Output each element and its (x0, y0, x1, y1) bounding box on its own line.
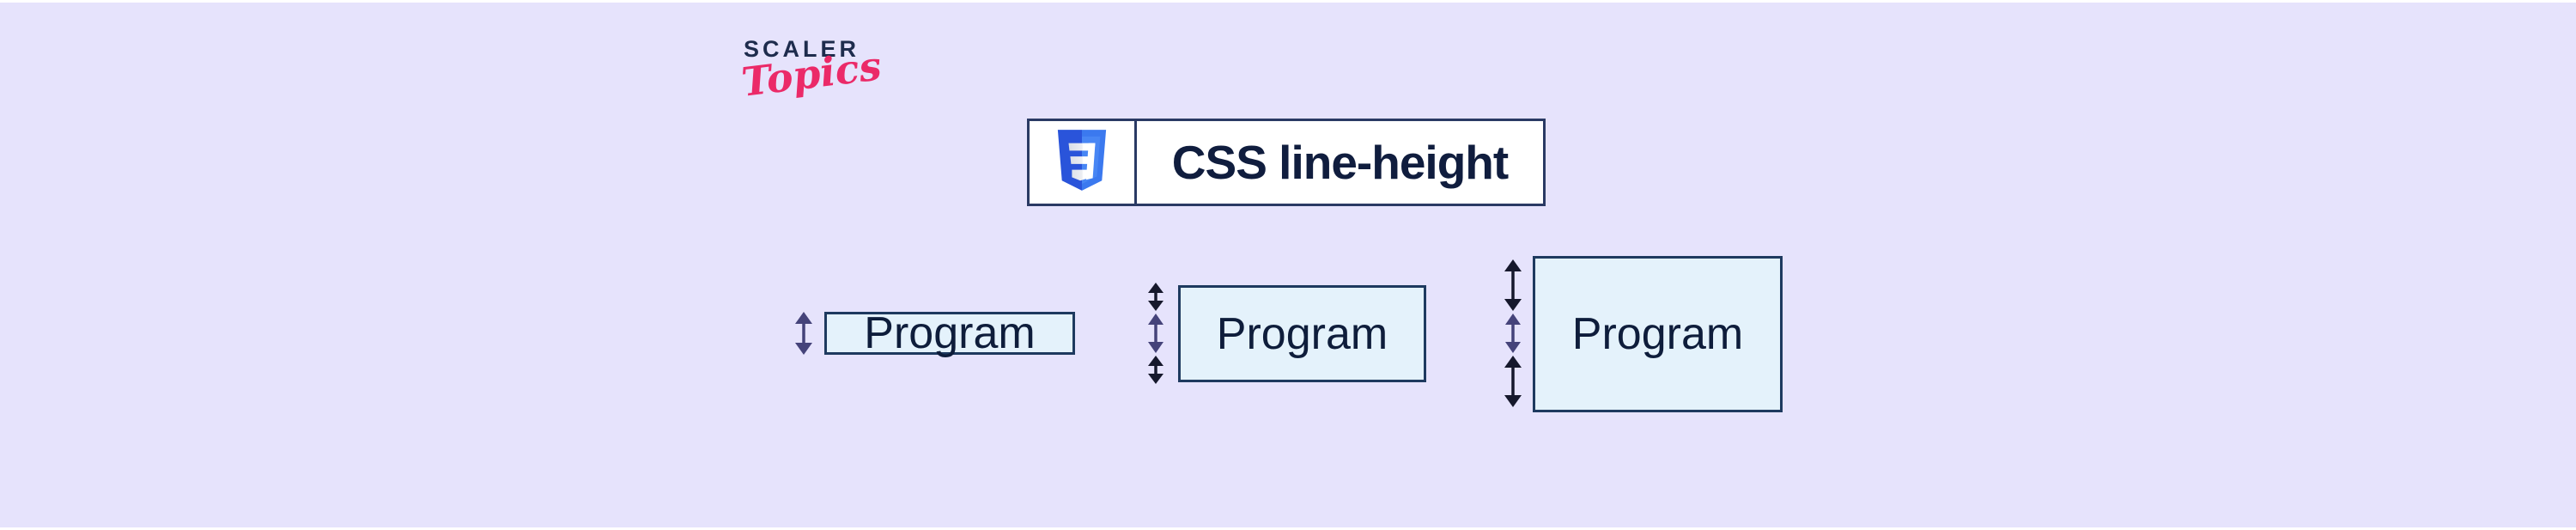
scaler-topics-logo: SCALER Topics (739, 36, 890, 106)
extra-space-arrow-icon (1148, 283, 1163, 311)
font-size-arrow-icon (1148, 314, 1163, 353)
program-box-small-line-height: Program (824, 308, 1075, 358)
program-label: Program (864, 308, 1036, 358)
top-edge-strip (0, 0, 2576, 3)
css3-icon (1054, 129, 1109, 197)
title-banner: CSS line-height (1027, 119, 1546, 206)
program-box-medium-line-height: Program (1178, 285, 1426, 382)
font-size-arrow-icon (1505, 314, 1521, 353)
line-height-arrows-large (1504, 259, 1522, 407)
line-height-arrows-small (794, 312, 813, 355)
extra-space-arrow-icon (1148, 356, 1163, 384)
brand-wordmark: SCALER (744, 36, 860, 62)
program-box-large-line-height: Program (1533, 256, 1783, 412)
title-text-section: CSS line-height (1137, 121, 1543, 204)
extra-space-arrow-icon (1504, 356, 1522, 407)
font-size-arrow-icon (795, 312, 812, 355)
bottom-edge-strip (0, 527, 2576, 530)
css3-logo-section (1030, 121, 1137, 204)
extra-space-arrow-icon (1504, 259, 1522, 311)
program-label: Program (1571, 309, 1744, 359)
line-height-arrows-medium (1146, 283, 1165, 384)
page-title: CSS line-height (1171, 136, 1509, 189)
program-label: Program (1216, 308, 1388, 359)
